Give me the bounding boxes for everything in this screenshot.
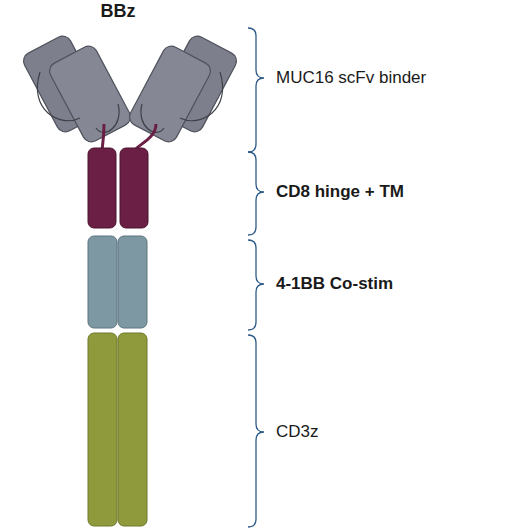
curly-brace <box>248 28 264 527</box>
signaling-domain <box>118 333 147 526</box>
domain-label: 4-1BB Co-stim <box>276 274 393 294</box>
costim-domain <box>118 236 147 328</box>
scfv-domain <box>20 33 133 145</box>
costim-domain <box>88 236 117 328</box>
diagram-title: BBz <box>101 1 136 23</box>
scfv-domain <box>126 33 239 145</box>
hinge-domain <box>120 148 148 228</box>
domain-label: MUC16 scFv binder <box>276 68 426 88</box>
domain-label: CD3z <box>276 422 319 442</box>
hinge-domain <box>88 148 116 228</box>
domain-label: CD8 hinge + TM <box>276 182 404 202</box>
signaling-domain <box>88 333 117 526</box>
